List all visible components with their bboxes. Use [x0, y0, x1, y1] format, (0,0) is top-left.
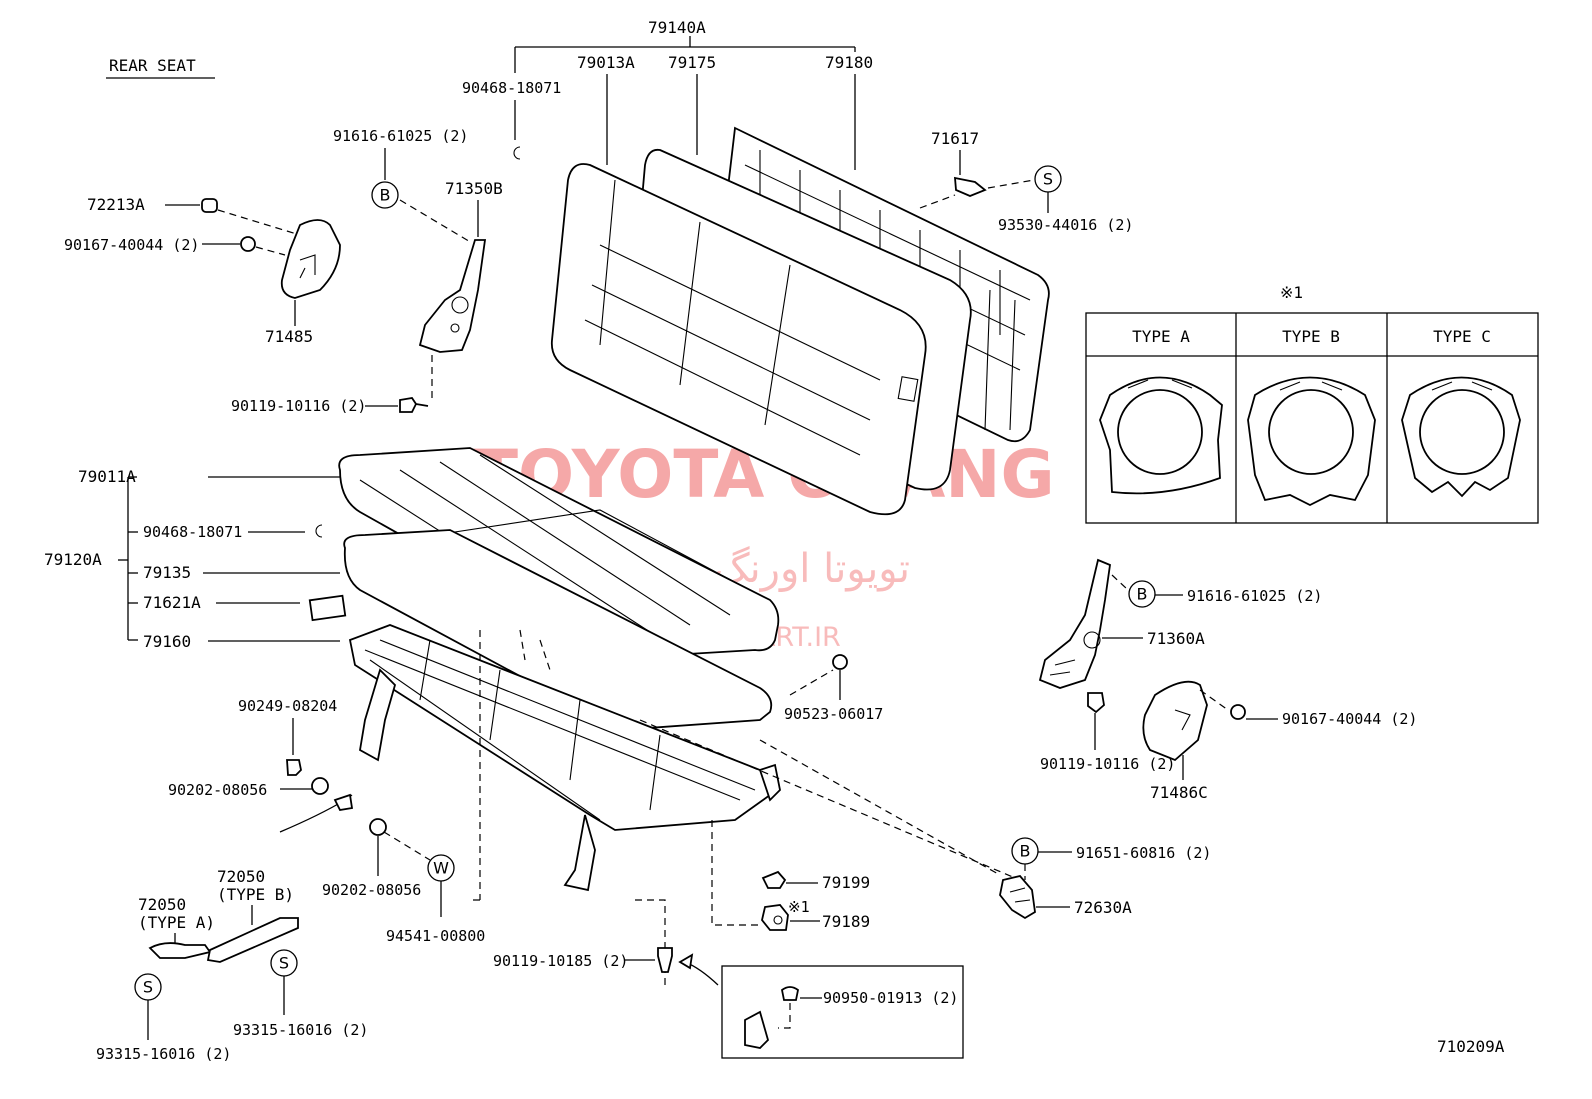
- label-90249-08204: 90249-08204: [238, 697, 337, 715]
- label-72050-a: 72050: [138, 895, 186, 914]
- plug-90950-01913: [781, 986, 799, 1001]
- washer-90202-08056-a: [311, 777, 329, 795]
- hog-ring-icon: [513, 146, 521, 160]
- bolt-90119-10185: [657, 947, 673, 973]
- label-90167-40044-right: 90167-40044 (2): [1282, 710, 1417, 728]
- callout-s-a: S: [143, 978, 153, 997]
- washer-90202-08056-b: [369, 818, 387, 836]
- callout-b-left: B: [380, 186, 391, 205]
- label-79180: 79180: [825, 53, 873, 72]
- bolt-90119-10116-left: [399, 397, 429, 413]
- label-93315-16016-a: 93315-16016 (2): [96, 1045, 231, 1063]
- callout-b-lower: B: [1020, 842, 1031, 861]
- label-72050-b-type: (TYPE B): [217, 885, 294, 904]
- type-table-note: ※1: [1280, 283, 1303, 302]
- arrow-icon: [678, 953, 694, 970]
- callout-b-circle-right: [1128, 580, 1156, 608]
- label-90523-06017: 90523-06017: [784, 705, 883, 723]
- label-79189: 79189: [822, 912, 870, 931]
- belt-72050-type-a: [148, 942, 212, 959]
- label-plate-71621A: [308, 594, 347, 622]
- label-90167-40044-left: 90167-40044 (2): [64, 236, 199, 254]
- cap-72213A: [201, 198, 218, 213]
- label-79140A: 79140A: [648, 18, 706, 37]
- clip-90523-06017: [832, 654, 848, 670]
- label-91651-60816: 91651-60816 (2): [1076, 844, 1211, 862]
- label-93315-16016-b: 93315-16016 (2): [233, 1021, 368, 1039]
- seat-cushion-pad-79135: [343, 529, 773, 731]
- seat-cushion-frame-79160: [348, 624, 781, 892]
- label-79160: 79160: [143, 632, 191, 651]
- label-71360A: 71360A: [1147, 629, 1205, 648]
- callout-s-b: S: [279, 954, 289, 973]
- label-71621A: 71621A: [143, 593, 201, 612]
- callout-w: W: [433, 859, 449, 878]
- cover-71485: [280, 219, 341, 299]
- callout-b-right: B: [1137, 585, 1148, 604]
- label-72630A: 72630A: [1074, 898, 1132, 917]
- hog-ring-icon-mid: [315, 524, 323, 538]
- label-71486C: 71486C: [1150, 783, 1208, 802]
- callout-s-top: S: [1043, 170, 1053, 189]
- label-90202-08056-a: 90202-08056: [168, 781, 267, 799]
- striker-72630A: [999, 874, 1036, 920]
- hinge-71360A: [1038, 558, 1111, 689]
- label-90468-18071-top: 90468-18071: [462, 79, 561, 97]
- label-79013A: 79013A: [577, 53, 635, 72]
- screw-90167-40044-left: [240, 236, 256, 252]
- belt-72050-type-b: [206, 917, 299, 963]
- type-c-header: TYPE C: [1433, 327, 1491, 346]
- clip-79199: [761, 870, 787, 889]
- label-71485: 71485: [265, 327, 313, 346]
- watermark-persian: تویوتا اورنگ: [714, 546, 910, 592]
- label-72050-b: 72050: [217, 867, 265, 886]
- label-91616-61025-right: 91616-61025 (2): [1187, 587, 1322, 605]
- label-93530-44016: 93530-44016 (2): [998, 216, 1133, 234]
- screw-90167-40044-right: [1230, 704, 1246, 720]
- hinge-71350B: [418, 239, 487, 353]
- label-79189-note: ※1: [788, 898, 810, 916]
- type-a-header: TYPE A: [1132, 327, 1190, 346]
- label-79175: 79175: [668, 53, 716, 72]
- label-90119-10116-left: 90119-10116 (2): [231, 397, 366, 415]
- type-table: ※1 TYPE A TYPE B TYPE C: [1085, 283, 1539, 524]
- label-71350B: 71350B: [445, 179, 503, 198]
- label-72213A: 72213A: [87, 195, 145, 214]
- label-91616-61025-left: 91616-61025 (2): [333, 127, 468, 145]
- label-90202-08056-b: 90202-08056: [322, 881, 421, 899]
- label-79199: 79199: [822, 873, 870, 892]
- clip-71617: [954, 176, 987, 197]
- label-79011A: 79011A: [78, 467, 136, 486]
- label-90119-10116-right: 90119-10116 (2): [1040, 755, 1175, 773]
- bolt-90249-08204: [286, 759, 302, 776]
- type-b-header: TYPE B: [1282, 327, 1340, 346]
- diagram-title: REAR SEAT: [109, 56, 196, 75]
- seat-back-cover-79013A: [550, 163, 927, 516]
- label-90119-10185: 90119-10185 (2): [493, 952, 628, 970]
- without-rear-seat-box: 90950-01913 (2): [721, 965, 964, 1059]
- label-79135: 79135: [143, 563, 191, 582]
- label-90950-01913: 90950-01913 (2): [823, 989, 958, 1007]
- callout-b-circle-left: [371, 181, 399, 209]
- label-90468-18071-mid: 90468-18071: [143, 523, 242, 541]
- diagram-code: 710209A: [1437, 1037, 1505, 1056]
- label-79120A: 79120A: [44, 550, 102, 569]
- label-72050-a-type: (TYPE A): [138, 913, 215, 932]
- cover-71486C: [1142, 680, 1208, 762]
- label-71617: 71617: [931, 129, 979, 148]
- bolt-90119-10116-right: [1087, 692, 1105, 714]
- label-94541-00800: 94541-00800: [386, 927, 485, 945]
